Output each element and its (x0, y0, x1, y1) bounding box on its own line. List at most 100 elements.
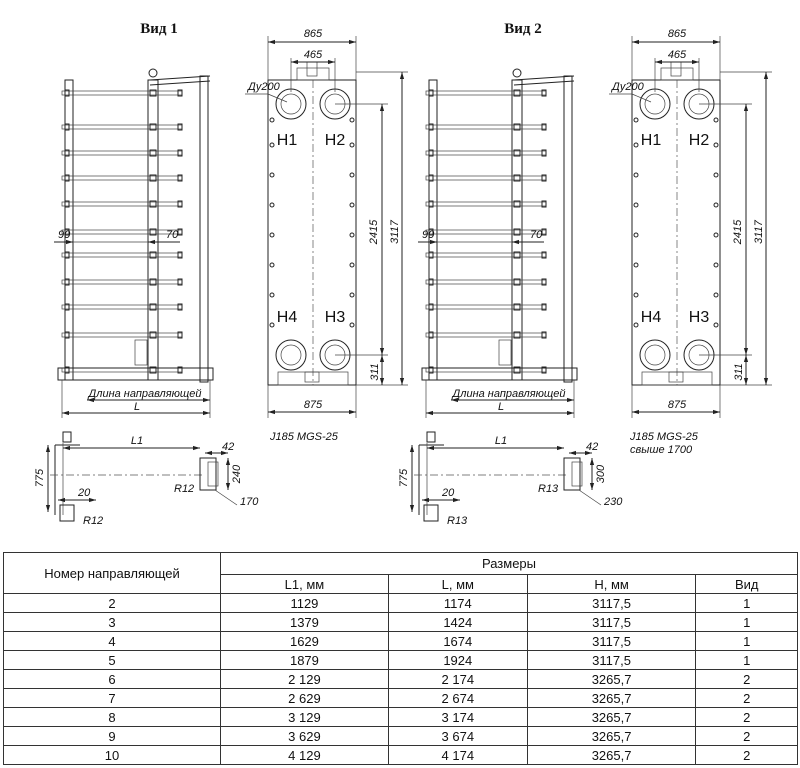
model-caption: J185 MGS-25 (269, 431, 339, 443)
bolt (633, 202, 639, 208)
dimension-70: 70 (166, 229, 179, 241)
top-bar (660, 67, 694, 81)
rod-nut (64, 228, 70, 236)
rod-nut (428, 331, 434, 339)
bolt (349, 117, 355, 123)
frame-post-right (199, 75, 209, 383)
rod-nut (428, 174, 434, 182)
rod-nut (513, 149, 521, 157)
port-flange (639, 88, 671, 120)
bolt (349, 232, 355, 238)
rod-nut (428, 149, 434, 157)
table-cell: 3 129 (220, 707, 389, 727)
port-label: H3 (689, 309, 710, 326)
table-cell: 4 129 (220, 745, 389, 765)
rod-nut (513, 123, 521, 131)
rod-nut (64, 123, 70, 131)
dimension-L1: L1 (495, 435, 507, 447)
rod-nut (428, 200, 434, 208)
tie-rod (425, 229, 547, 235)
rod-nut (428, 303, 434, 311)
bolt (713, 322, 719, 328)
bracket-plate (571, 461, 583, 487)
bolt (349, 322, 355, 328)
dimension-3117: 3117 (389, 219, 401, 244)
table-cell: 2 (695, 688, 798, 708)
bolt (349, 262, 355, 268)
rod-nut (177, 251, 183, 259)
table-cell: 3117,5 (526, 612, 697, 632)
rod-nut (541, 89, 547, 97)
table-cell: 1424 (387, 612, 528, 632)
leader-line (631, 93, 652, 103)
rod-nut (541, 331, 547, 339)
connection-stub (498, 339, 512, 366)
bolt (269, 117, 275, 123)
column-header: H, мм (526, 574, 697, 594)
rail-end-bracket (199, 457, 217, 491)
table-cell: 6 (3, 669, 221, 689)
column-header: L, мм (387, 574, 528, 594)
nominal-diameter-label: Ду200 (246, 81, 281, 93)
rod-nut (428, 228, 434, 236)
tie-rod (425, 201, 547, 207)
rod-nut (149, 278, 157, 286)
bracket-plate (207, 461, 219, 487)
port-label: H4 (641, 309, 662, 326)
top-bar-bracket (670, 61, 682, 77)
table-cell: 2 129 (220, 669, 389, 689)
view-title: Вид 1 (140, 21, 178, 37)
rod-nut (149, 331, 157, 339)
rod-nut (428, 251, 434, 259)
tie-rod (425, 175, 547, 181)
tie-rod (61, 229, 183, 235)
rod-nut (541, 200, 547, 208)
rail-end-top (426, 431, 436, 443)
rod-nut (541, 251, 547, 259)
table-cell: 3265,7 (526, 669, 697, 689)
leader-line (578, 489, 602, 506)
tie-rod (425, 90, 547, 96)
rod-nut (428, 123, 434, 131)
radius-label: R12 (174, 483, 194, 495)
bolt (713, 142, 719, 148)
top-rail (513, 75, 575, 81)
rod-nut (64, 303, 70, 311)
table-cell: 9 (3, 726, 221, 746)
rod-nut (64, 331, 70, 339)
port-label: H1 (641, 132, 662, 149)
rod-nut (149, 174, 157, 182)
rod-nut (513, 174, 521, 182)
table-cell: 3117,5 (526, 631, 697, 651)
port-flange (275, 339, 307, 371)
tie-rod (61, 304, 183, 310)
bolt (269, 172, 275, 178)
table-cell: 10 (3, 745, 221, 765)
rod-nut (541, 278, 547, 286)
rod-nut (149, 89, 157, 97)
table-cell: 3265,7 (526, 688, 697, 708)
rod-nut (177, 228, 183, 236)
rod-nut (177, 89, 183, 97)
rod-nut (149, 303, 157, 311)
bolt (713, 292, 719, 298)
rod-nut (541, 149, 547, 157)
bolt (349, 292, 355, 298)
top-rail (513, 80, 575, 86)
dimension-height: 240 (231, 464, 243, 484)
lifting-eye (512, 68, 522, 78)
frame-post-right (563, 75, 573, 383)
dimension-width: 230 (603, 496, 623, 508)
rod-nut (177, 149, 183, 157)
rod-nut (149, 251, 157, 259)
bolt (713, 232, 719, 238)
rod-nut (177, 303, 183, 311)
rod-nut (149, 149, 157, 157)
bolt (713, 202, 719, 208)
rod-nut (428, 89, 434, 97)
